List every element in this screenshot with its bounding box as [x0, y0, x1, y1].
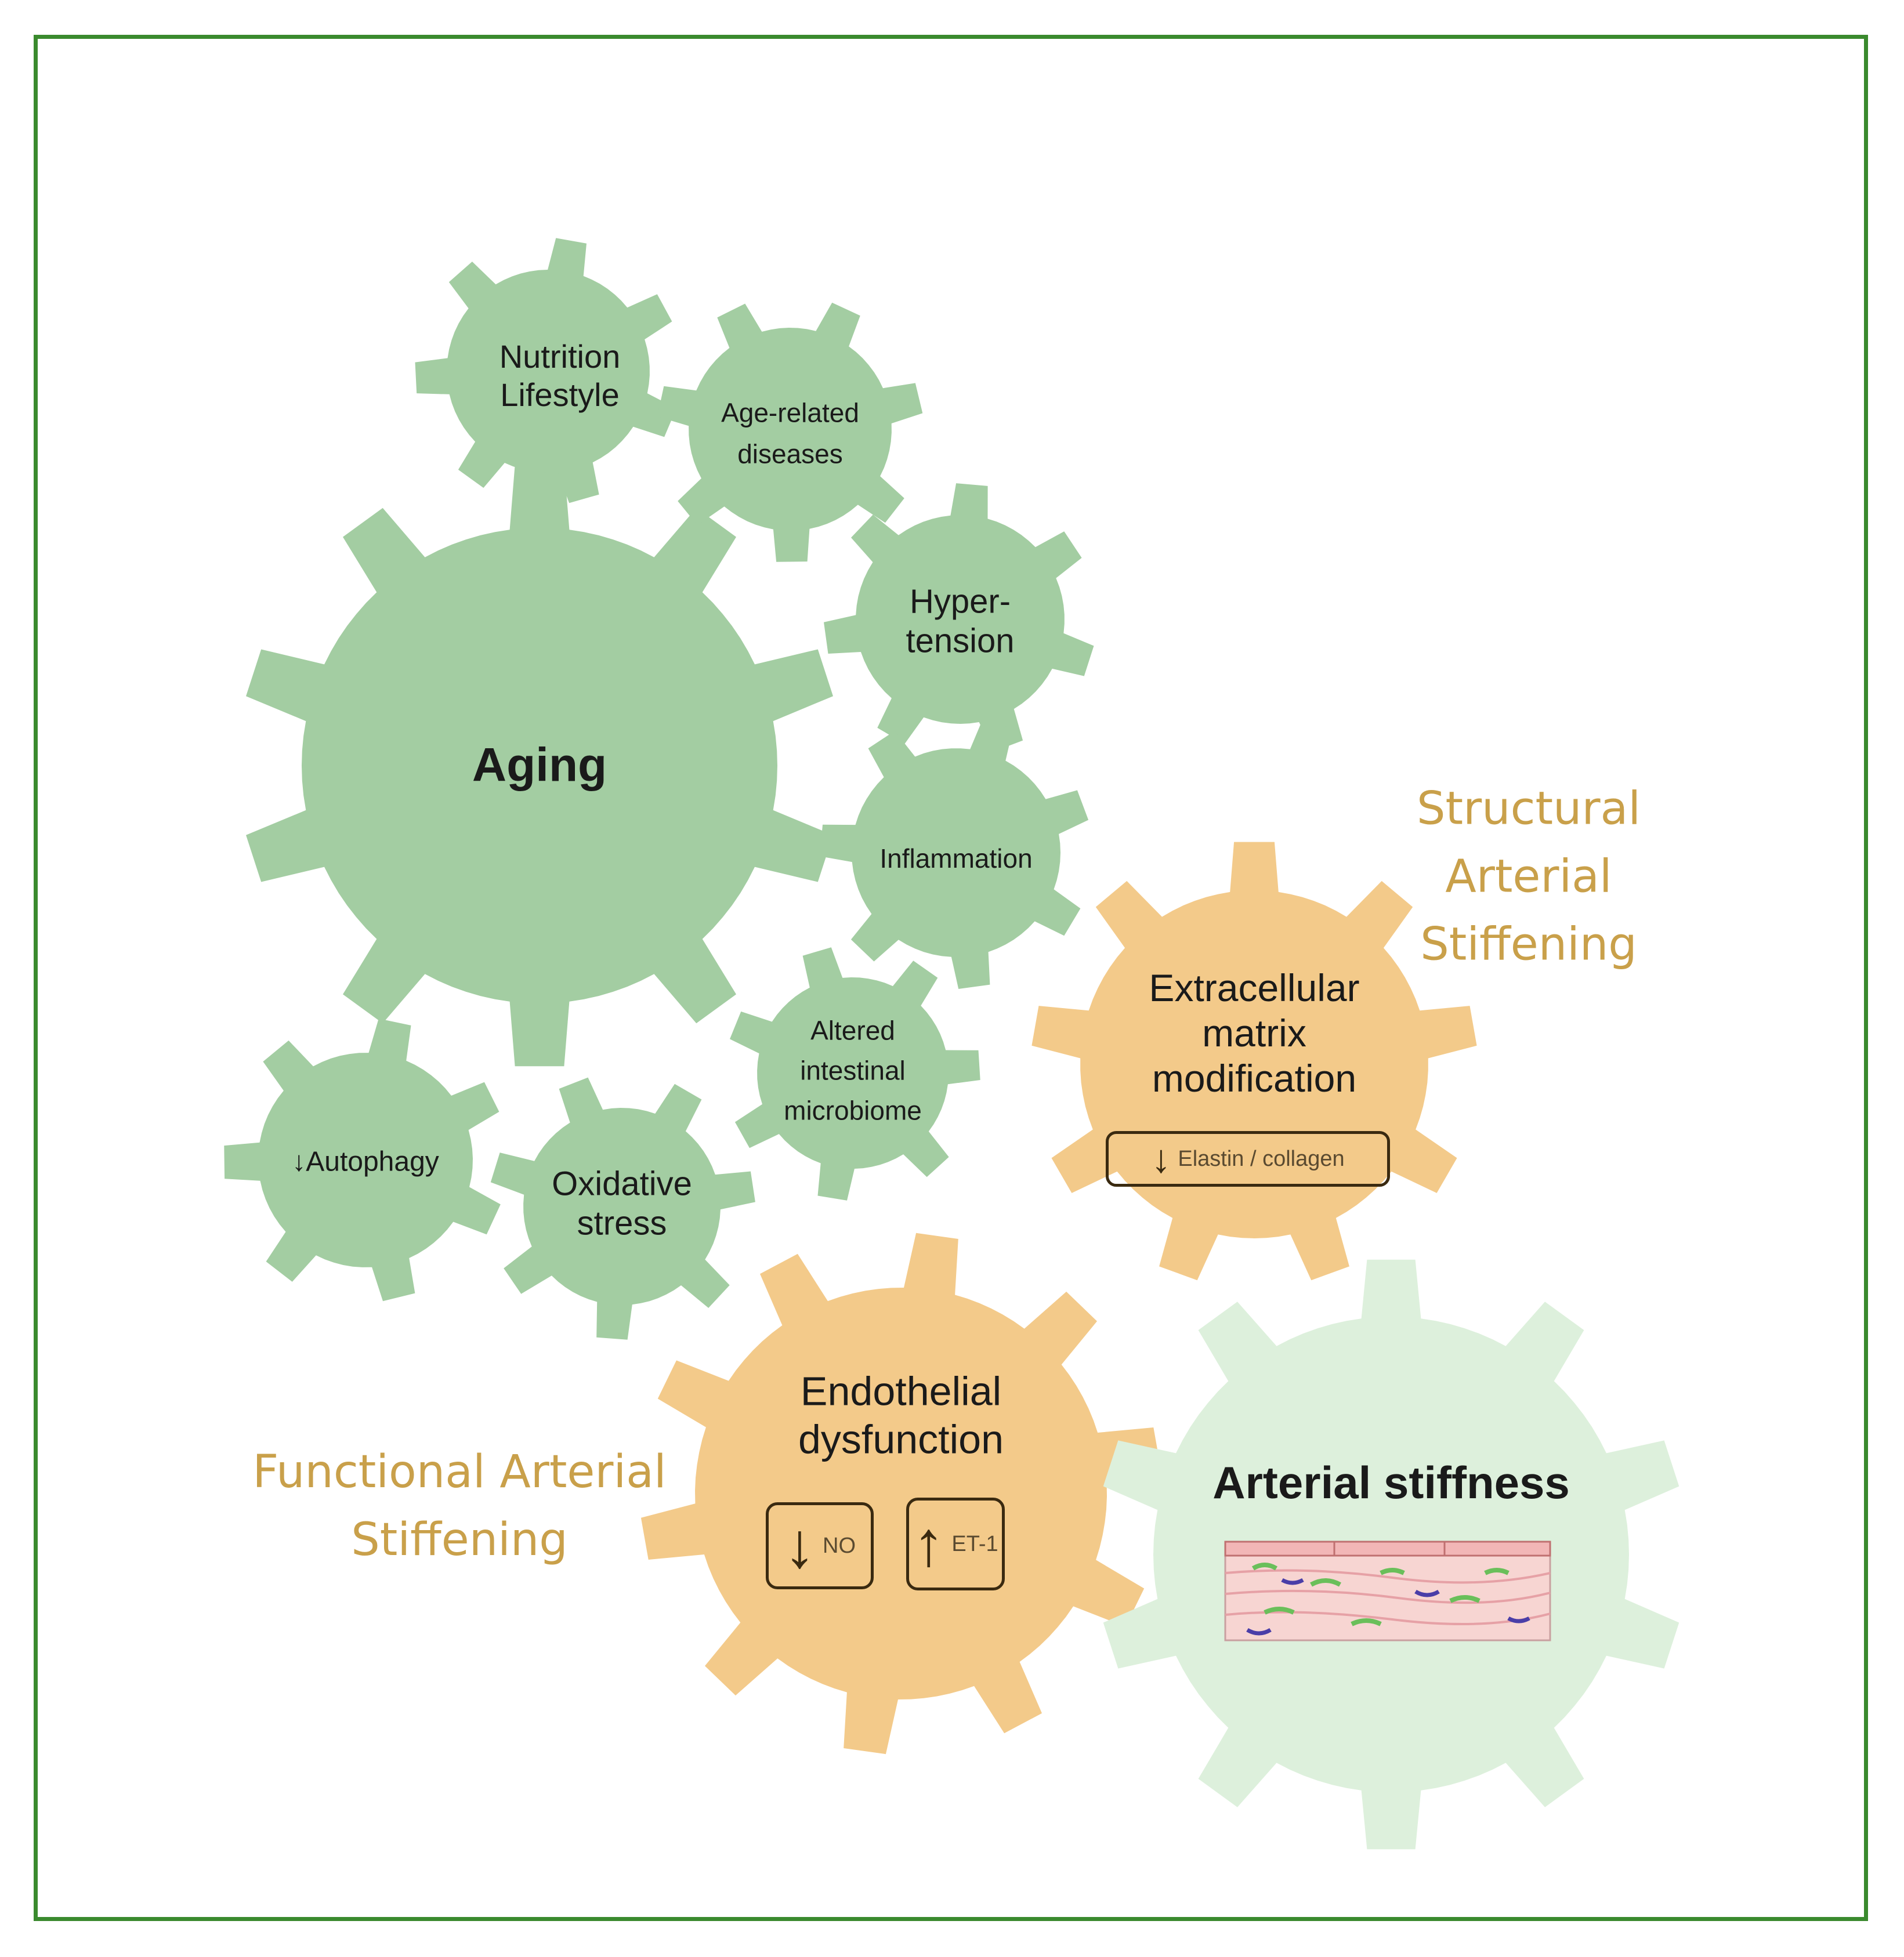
down-arrow-icon: ↓: [784, 1510, 816, 1581]
arterial-stiffness-label: Arterial stiffness: [1212, 1456, 1570, 1508]
elastin-collagen-box: ↓ Elastin / collagen: [1106, 1131, 1390, 1187]
endothelial-gear: [640, 1233, 1161, 1755]
oxidative-gear: [490, 1077, 755, 1340]
et1-text: ET-1: [951, 1531, 998, 1556]
no-box: ↓ NO: [766, 1502, 874, 1589]
microbiome-gear: [730, 947, 980, 1201]
altered-microbiome-label: Altered intestinal microbiome: [784, 1015, 922, 1126]
aging-label: Aging: [472, 738, 607, 792]
nutrition-lifestyle-label: Nutrition Lifestyle: [499, 338, 621, 413]
no-text: NO: [823, 1533, 856, 1558]
ecm-gear: [1031, 842, 1477, 1281]
inflammation-label: Inflammation: [879, 843, 1033, 874]
inflammation-gear: [820, 719, 1089, 989]
aging-gear: [246, 465, 833, 1067]
hypertension-label: Hyper- tension: [906, 582, 1015, 660]
autophagy-gear: [224, 1019, 501, 1302]
age-related-gear: [657, 302, 923, 562]
endothelial-dysfunction-label: Endothelial dysfunction: [798, 1368, 1004, 1462]
hypertension-gear: [824, 483, 1094, 752]
elastin-collagen-text: Elastin / collagen: [1178, 1146, 1345, 1171]
age-related-diseases-label: Age-related diseases: [721, 397, 859, 469]
up-arrow-icon: ↑: [913, 1508, 945, 1579]
extracellular-matrix-label: Extracellular matrix modification: [1149, 966, 1360, 1100]
gears-layer: [224, 238, 1679, 1850]
down-arrow-icon: ↓: [1151, 1137, 1171, 1181]
functional-stiffening-label: Functional Arterial Stiffening: [252, 1446, 667, 1566]
nutrition-gear: [415, 238, 676, 503]
oxidative-stress-label: Oxidative stress: [552, 1165, 692, 1242]
autophagy-label: ↓Autophagy: [292, 1146, 439, 1177]
et1-box: ↑ ET-1: [906, 1498, 1005, 1590]
structural-stiffening-label: Structural Arterial Stiffening: [1416, 782, 1641, 971]
arterial-wall-illustration: [1224, 1541, 1551, 1641]
